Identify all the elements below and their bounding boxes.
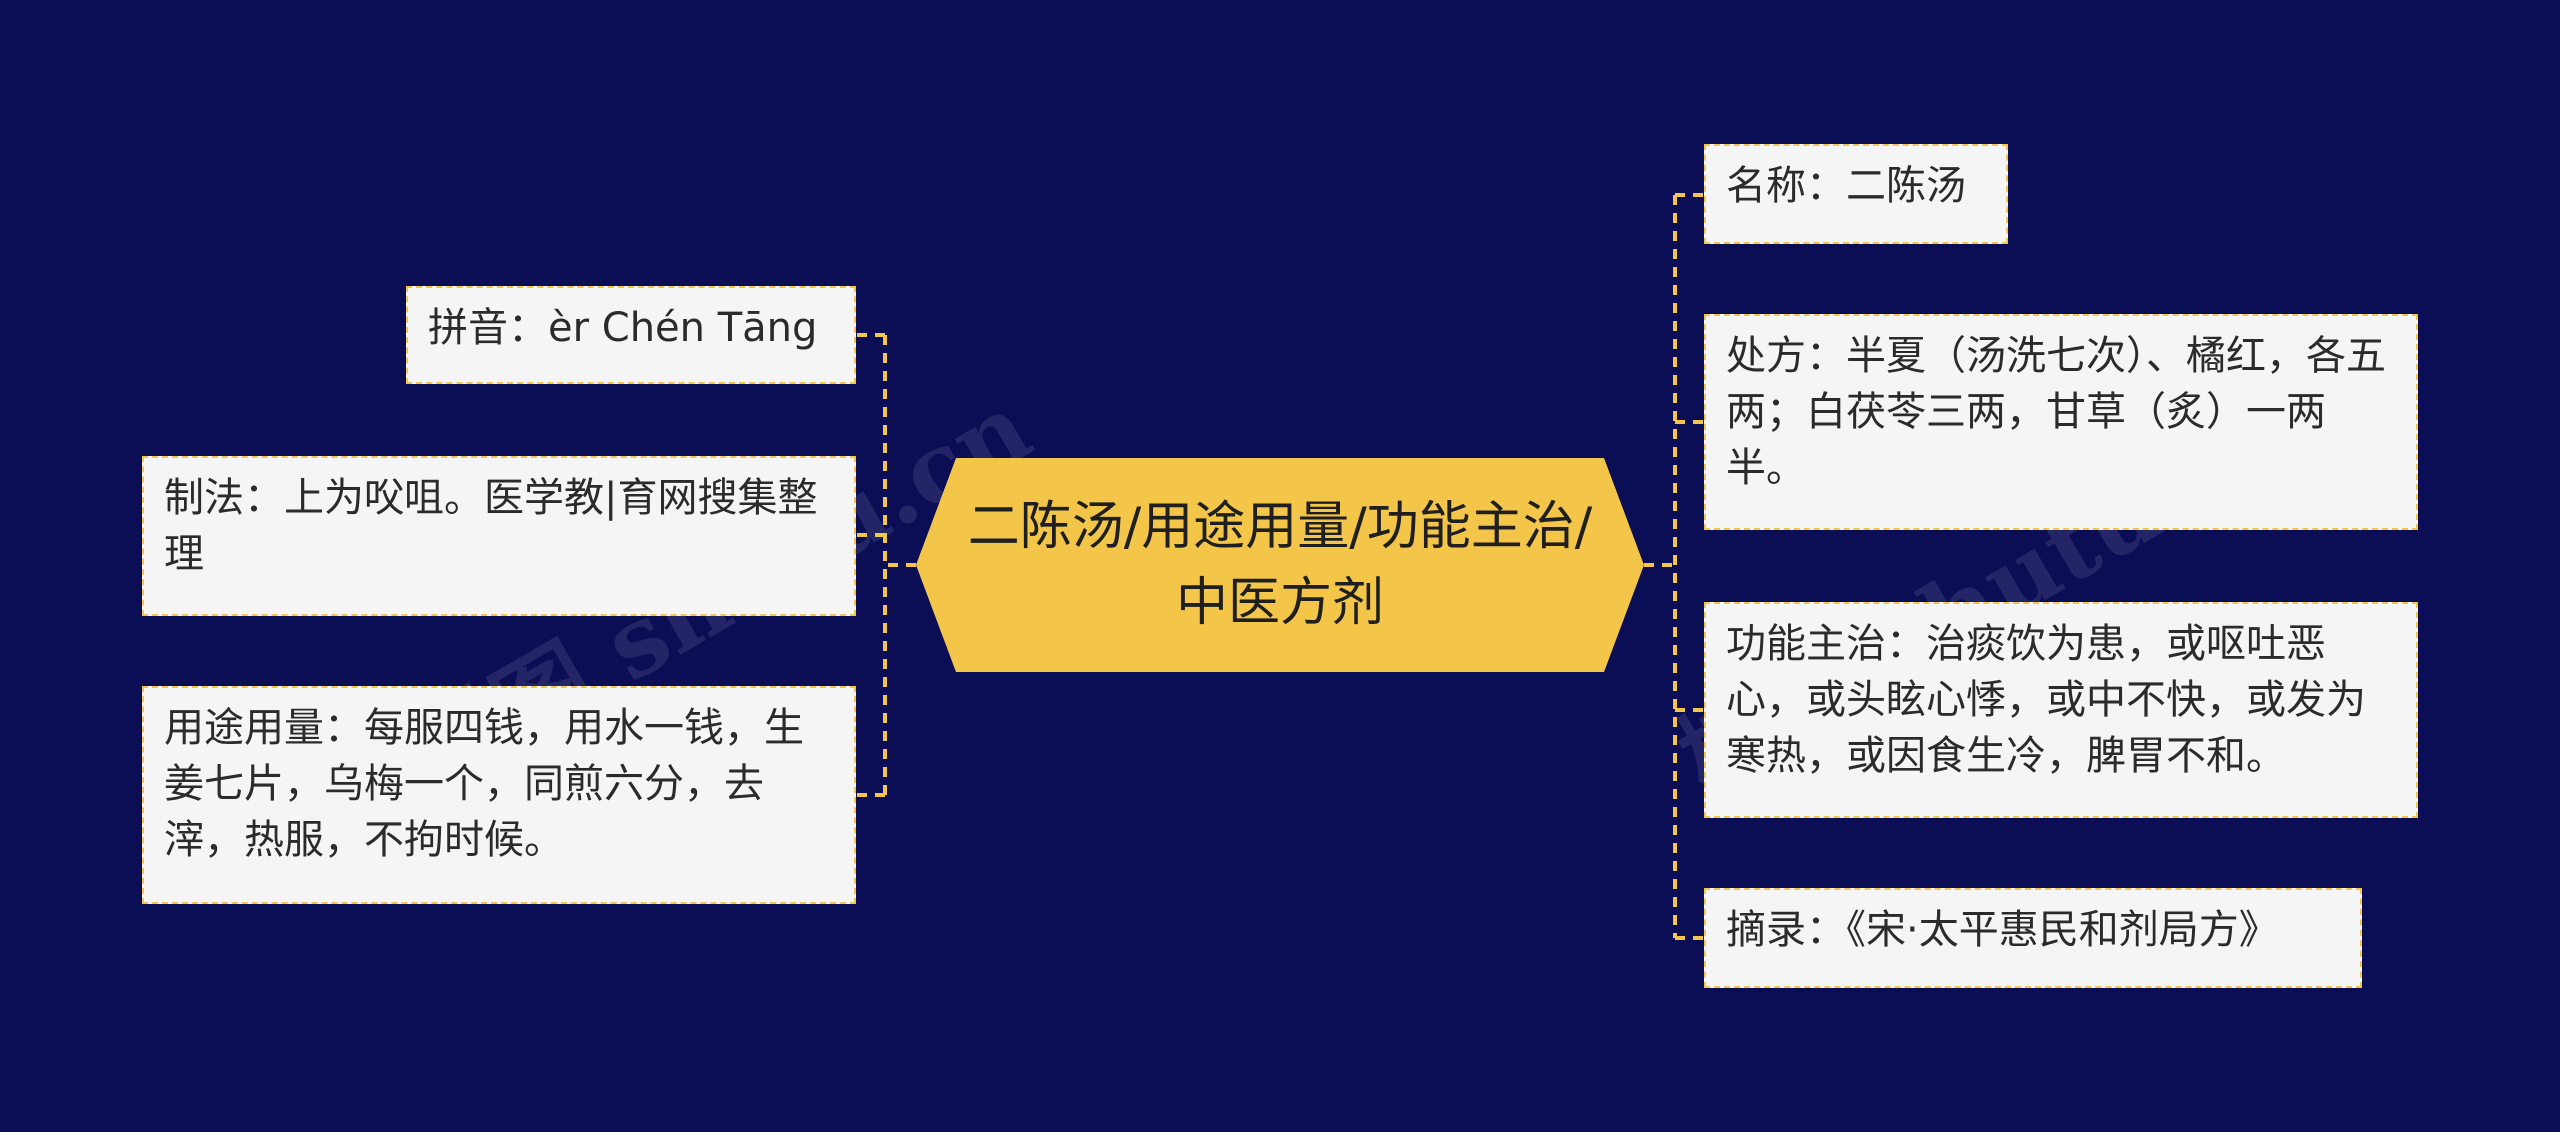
node-usage[interactable]: 用途用量：每服四钱，用水一钱，生姜七片，乌梅一个，同煎六分，去滓，热服，不拘时候…	[142, 686, 856, 904]
node-method[interactable]: 制法：上为㕮咀。医学教|育网搜集整理	[142, 456, 856, 616]
central-topic-label: 二陈汤/用途用量/功能主治/中医方剂	[967, 497, 1593, 633]
node-source[interactable]: 摘录：《宋·太平惠民和剂局方》	[1704, 888, 2362, 988]
node-indication[interactable]: 功能主治：治痰饮为患，或呕吐恶心，或头眩心悸，或中不快，或发为寒热，或因食生冷，…	[1704, 602, 2418, 818]
node-pinyin[interactable]: 拼音：èr Chén Tāng	[406, 286, 856, 384]
central-topic-shape	[916, 458, 1644, 672]
central-topic[interactable]: 二陈汤/用途用量/功能主治/中医方剂	[916, 458, 1644, 672]
node-formula[interactable]: 处方：半夏（汤洗七次）、橘红，各五两；白茯苓三两，甘草（炙）一两半。	[1704, 314, 2418, 530]
node-name[interactable]: 名称：二陈汤	[1704, 144, 2008, 244]
